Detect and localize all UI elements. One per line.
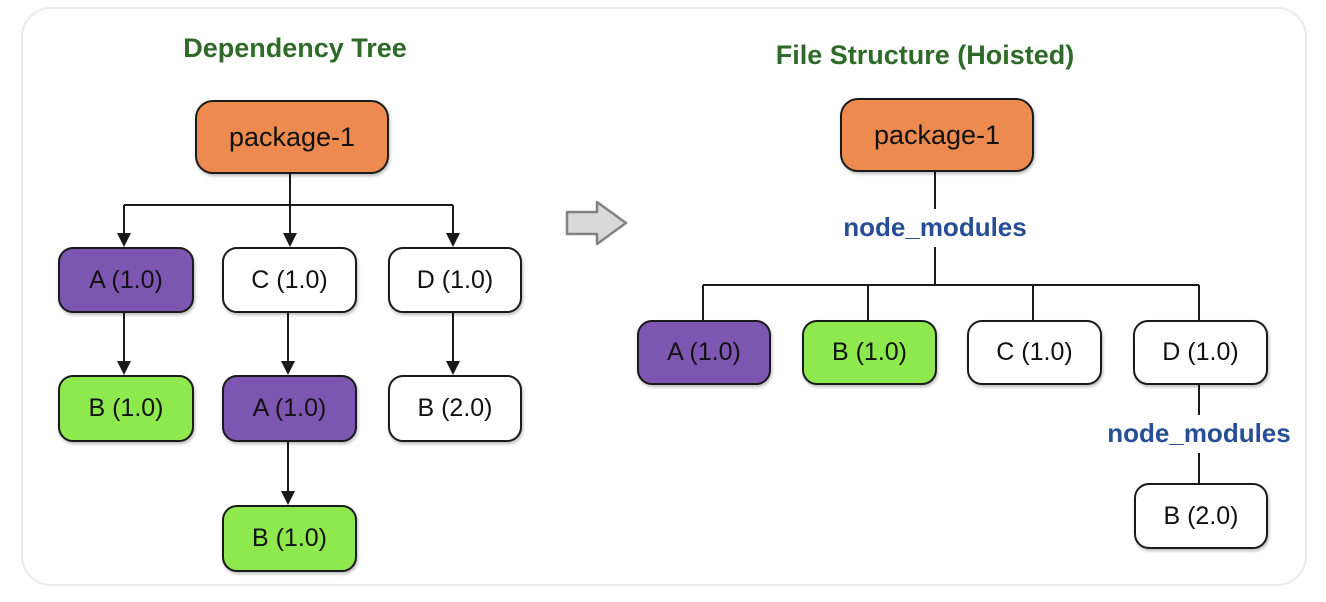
left-node-d-1-0: D (1.0)	[388, 247, 522, 313]
left-node-b-2-0: B (2.0)	[388, 375, 522, 442]
left-node-b-1-0-deep: B (1.0)	[222, 505, 357, 572]
right-node-b-2-0: B (2.0)	[1134, 483, 1268, 549]
right-node-package-1: package-1	[840, 98, 1034, 172]
node-modules-label-nested: node_modules	[1099, 418, 1299, 449]
left-node-package-1: package-1	[195, 100, 389, 174]
right-node-a-1-0: A (1.0)	[637, 320, 771, 385]
node-modules-label-top: node_modules	[835, 212, 1035, 243]
left-node-a-1-0-nested: A (1.0)	[222, 375, 357, 442]
right-node-b-1-0: B (1.0)	[802, 320, 937, 385]
right-node-d-1-0: D (1.0)	[1133, 320, 1268, 385]
right-diagram-title: File Structure (Hoisted)	[775, 40, 1075, 70]
right-node-c-1-0: C (1.0)	[967, 320, 1102, 385]
left-node-b-1-0: B (1.0)	[58, 375, 194, 442]
left-node-a-1-0: A (1.0)	[58, 247, 194, 313]
left-node-c-1-0: C (1.0)	[222, 247, 357, 313]
diagram-card-border	[21, 7, 1307, 586]
left-diagram-title: Dependency Tree	[183, 33, 407, 63]
